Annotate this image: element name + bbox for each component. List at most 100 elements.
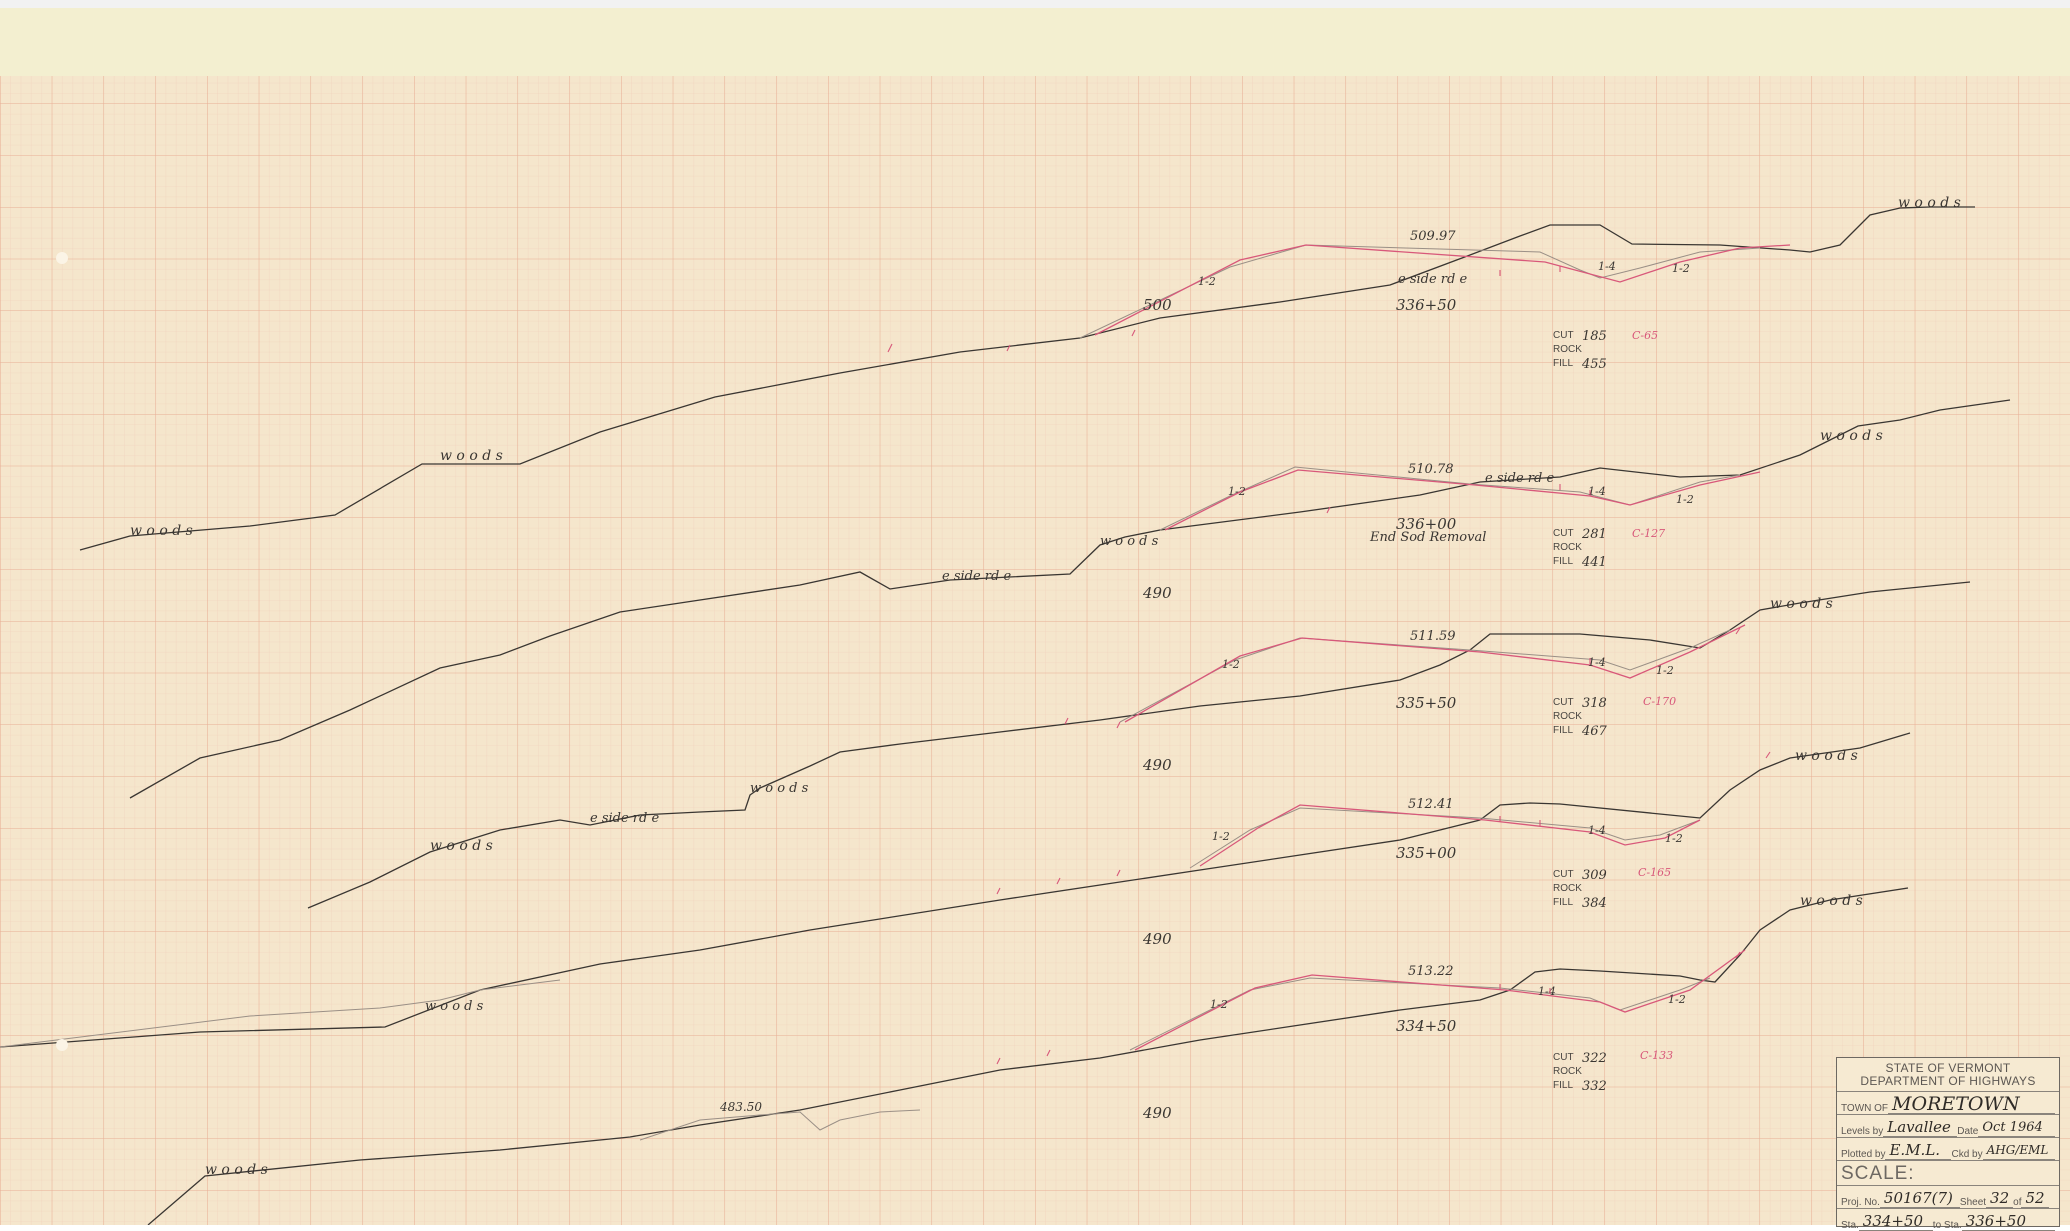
cut-fill-box: CUT 281 ROCK FILL 441 C-127: [1553, 527, 1665, 570]
svg-text:ROCK: ROCK: [1553, 883, 1582, 894]
station-range-row: Sta. 334+50 to Sta. 336+50: [1837, 1208, 2059, 1231]
state-name: STATE OF VERMONT: [1885, 1061, 2011, 1075]
grade-elevation: 511.59: [1410, 629, 1456, 644]
cut-fill-box: CUT 185 ROCK FILL 455 C-65: [1553, 329, 1658, 372]
fill-value: 455: [1581, 357, 1607, 372]
cut-value: 281: [1581, 527, 1607, 542]
grade-elevation: 509.97: [1410, 229, 1456, 244]
slope-label: 1-2: [1210, 998, 1228, 1011]
check-value: C-170: [1643, 695, 1676, 708]
check-value: C-165: [1638, 866, 1671, 879]
woods-label: w o o d s: [425, 999, 484, 1014]
svg-text:ROCK: ROCK: [1553, 1066, 1582, 1077]
woods-label: w o o d s: [430, 838, 493, 854]
fill-value: 467: [1581, 724, 1608, 739]
template-red: [1094, 244, 1791, 336]
check-value: C-133: [1640, 1049, 1673, 1062]
cut-fill-box: CUT 318 ROCK FILL 467 C-170: [1553, 695, 1676, 739]
project-number: 50167(7): [1879, 1190, 1960, 1208]
date: Oct 1964: [1978, 1119, 2055, 1137]
red-tick-marks: [887, 266, 1771, 1065]
section-336-00: w o o d s w o o d s e side rd e e side r…: [129, 399, 2011, 799]
svg-text:FILL: FILL: [1553, 1080, 1573, 1091]
template-red: [1199, 804, 1701, 867]
woods-label: w o o d s: [1100, 534, 1159, 549]
fill-value: 384: [1582, 896, 1607, 911]
elevation-lower: 483.50: [719, 1100, 762, 1114]
grade-elevation: 513.22: [1408, 964, 1454, 979]
cut-value: 185: [1582, 329, 1607, 344]
section-334-50: w o o d s w o o d s 513.22 483.50 1-2 1-…: [147, 887, 1909, 1225]
template-section: [1129, 977, 1711, 1051]
project-row: Proj. No. 50167(7) Sheet 32 of 52: [1837, 1185, 2059, 1208]
cut-fill-box: CUT 309 ROCK FILL 384 C-165: [1553, 866, 1671, 911]
elevation-marker: 500: [1143, 296, 1172, 314]
town-row: TOWN OF MORETOWN: [1837, 1091, 2059, 1114]
template-red: [1124, 624, 1746, 723]
slope-label: 1-2: [1656, 664, 1674, 677]
woods-label: w o o d s: [750, 781, 809, 796]
top-margin: [0, 0, 2070, 8]
lower-template: [639, 1109, 921, 1141]
sheet-total: 52: [2021, 1190, 2049, 1208]
section-336-50: w o o d s w o o d s w o o d s e side rd …: [79, 195, 1975, 551]
levels-row: Levels by Lavallee Date Oct 1964: [1837, 1114, 2059, 1137]
woods-label: w o o d s: [130, 523, 193, 539]
cut-value: 309: [1582, 868, 1607, 883]
side-rd-label: e side rd e: [1485, 471, 1554, 486]
svg-text:CUT: CUT: [1553, 697, 1574, 708]
slope-label: 1-2: [1668, 993, 1686, 1006]
slope-label: 1-4: [1538, 985, 1556, 998]
punch-hole: [56, 1039, 68, 1051]
sod-removal-note: End Sod Removal: [1369, 530, 1486, 545]
station-label: 335+00: [1396, 844, 1457, 862]
svg-text:CUT: CUT: [1553, 1052, 1574, 1063]
slope-label: 1-2: [1222, 658, 1240, 671]
section-335-00: w o o d s w o o d s 512.41 1-2 1-4 1-2 3…: [0, 732, 1911, 1048]
woods-label: w o o d s: [1800, 893, 1863, 909]
slope-label: 1-2: [1228, 485, 1246, 498]
town-name: MORETOWN: [1888, 1095, 2055, 1114]
cut-value: 318: [1582, 696, 1607, 711]
svg-text:ROCK: ROCK: [1553, 344, 1582, 355]
slope-label: 1-4: [1588, 485, 1606, 498]
slope-label: 1-2: [1198, 275, 1216, 288]
scale-label: SCALE:: [1841, 1163, 1915, 1184]
ground-profile: [0, 732, 1911, 1048]
station-label: 334+50: [1396, 1017, 1457, 1035]
svg-text:FILL: FILL: [1553, 897, 1573, 908]
plotted-row: Plotted by E.M.L. Ckd by AHG/EML: [1837, 1137, 2059, 1160]
title-block-header: STATE OF VERMONT DEPARTMENT OF HIGHWAYS: [1837, 1058, 2059, 1091]
side-road-trace: [0, 979, 561, 1048]
svg-text:FILL: FILL: [1553, 556, 1573, 567]
check-value: C-65: [1632, 329, 1658, 342]
ground-profile: [147, 887, 1909, 1225]
svg-text:FILL: FILL: [1553, 725, 1573, 736]
elevation-marker: 490: [1142, 584, 1172, 602]
grade-elevation: 510.78: [1408, 462, 1454, 477]
station-label: 336+50: [1396, 296, 1457, 314]
woods-label: w o o d s: [1898, 195, 1961, 211]
ground-profile: [79, 206, 1975, 551]
elevation-marker: 490: [1142, 1104, 1172, 1122]
svg-text:ROCK: ROCK: [1553, 711, 1582, 722]
slope-label: 1-4: [1598, 260, 1616, 273]
woods-label: w o o d s: [1770, 596, 1833, 612]
slope-label: 1-4: [1588, 656, 1606, 669]
svg-text:CUT: CUT: [1553, 330, 1574, 341]
template-section: [1189, 807, 1701, 869]
slope-label: 1-2: [1212, 830, 1230, 843]
station-to: 336+50: [1961, 1213, 2055, 1231]
svg-text:CUT: CUT: [1553, 869, 1574, 880]
slope-label: 1-2: [1676, 493, 1694, 506]
cut-value: 322: [1582, 1051, 1607, 1066]
title-block: STATE OF VERMONT DEPARTMENT OF HIGHWAYS …: [1836, 1057, 2060, 1231]
department-name: DEPARTMENT OF HIGHWAYS: [1860, 1074, 2036, 1088]
cut-fill-box: CUT 322 ROCK FILL 332 C-133: [1553, 1049, 1673, 1094]
slope-label: 1-2: [1672, 262, 1690, 275]
elevation-marker: 490: [1142, 930, 1172, 948]
woods-label: w o o d s: [1820, 428, 1883, 444]
woods-label: w o o d s: [1795, 748, 1858, 764]
ground-profile: [129, 399, 2011, 799]
